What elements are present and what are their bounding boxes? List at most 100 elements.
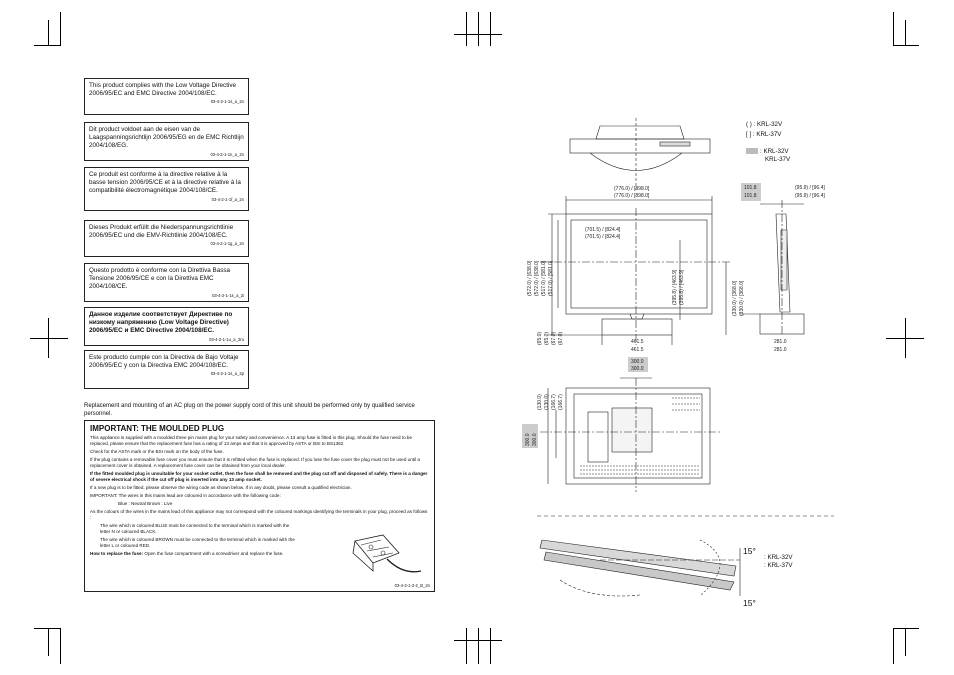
notice-code: 03-4-2-1-1u_a_2ru	[209, 336, 244, 342]
plug-paragraph: If the plug contains a removable fuse co…	[90, 457, 420, 468]
dim-label: (572.0) / [638.0]	[527, 260, 533, 296]
dim-label: 281.0	[774, 339, 787, 345]
plug-code: 03-4-2-1-2-2_B_2n	[394, 583, 430, 588]
plug-paragraph: The wire which is coloured BROWN must be…	[100, 537, 295, 548]
dim-label: (166.7)	[558, 394, 564, 410]
crop-mark	[34, 628, 60, 629]
notice-text: Данное изделие соответствует Директиве п…	[89, 311, 233, 335]
dim-label: (395.8) / [463.9]	[679, 269, 685, 305]
crop-mark	[466, 12, 467, 46]
notice-code: 03-4-2-1-1s_a_2n	[210, 99, 244, 105]
notice-text: Dieses Produkt erfüllt die Niederspannun…	[89, 224, 234, 240]
plug-paragraph: Open the fuse compartment with a screwdr…	[144, 551, 284, 556]
notice-russian: Данное изделие соответствует Директиве п…	[84, 307, 249, 346]
rear-view	[540, 377, 720, 492]
dim-label: (65.0)	[544, 332, 550, 345]
notice-text: This product complies with the Low Volta…	[89, 82, 236, 98]
tilt-model-1: : KRL-32V	[764, 554, 793, 561]
crop-mark	[478, 12, 479, 46]
dim-label: (65.0)	[537, 332, 543, 345]
notice-code: 03-4-2-1-1g_a_2n	[210, 241, 244, 247]
crop-mark	[893, 12, 894, 46]
crop-mark	[886, 338, 924, 339]
plug-paragraph: The wire which is coloured BLUE must be …	[100, 523, 290, 534]
crop-mark	[893, 628, 919, 629]
plug-fuse-heading: How to replace the fuse:	[90, 551, 144, 556]
dim-label: (701.5) / [824.4]	[585, 227, 621, 233]
crop-mark	[893, 628, 894, 664]
dim-label: (67.0)	[551, 332, 557, 345]
crop-mark	[905, 20, 906, 46]
notice-text: Questo prodotto è conforme con la Dirett…	[89, 267, 231, 291]
front-view	[540, 196, 730, 345]
dim-label: (701.5) / [824.4]	[585, 234, 621, 240]
crop-mark	[454, 34, 502, 35]
dim-label: (517.0) / [581.0]	[541, 260, 547, 296]
notice-text: Ce produit est conforme à la directive r…	[89, 171, 241, 195]
crop-mark	[490, 628, 491, 664]
dim-label: 461.5	[631, 339, 644, 345]
crop-mark	[30, 338, 68, 339]
crop-mark	[905, 628, 906, 656]
plug-wiring-illustration	[352, 534, 422, 573]
plug-paragraph: As the colours of the wires in the mains…	[90, 509, 428, 520]
legend-bracket: [ ] : KRL-37V	[746, 131, 782, 138]
side-view	[740, 183, 805, 335]
notice-english: This product complies with the Low Volta…	[84, 78, 249, 115]
notice-code: 03-4-2-1-1s_a_2i	[212, 292, 244, 298]
notice-text: Dit product voldoet aan de eisen van de …	[89, 126, 244, 150]
crop-mark	[478, 628, 479, 664]
crop-mark	[466, 628, 467, 664]
dim-label: 461.5	[631, 347, 644, 353]
notice-code: 03-4-2-1-1s_a_2p	[210, 371, 244, 377]
plug-paragraph: IMPORTANT: The wires in this mains lead …	[90, 493, 281, 498]
crop-mark	[60, 12, 61, 46]
notice-italian: Questo prodotto è conforme con la Dirett…	[84, 263, 249, 302]
crop-mark	[893, 45, 919, 46]
moulded-plug-box: IMPORTANT: THE MOULDED PLUG This applian…	[84, 420, 435, 592]
notice-code: 03-4-2-1-1n_a_2n	[210, 151, 244, 157]
dim-label: (776.0) / [898.0]	[614, 186, 650, 192]
tilt-view	[539, 539, 741, 597]
dim-label: 300.0	[631, 359, 644, 365]
tilt-model-2: : KRL-37V	[764, 562, 793, 569]
dim-label: 300.0	[525, 433, 531, 446]
top-view	[569, 118, 711, 190]
crop-mark	[490, 12, 491, 46]
legend-shade-label-1: : KRL-32V	[760, 148, 789, 155]
legend-shade-swatch	[746, 148, 758, 154]
dim-label: (130.0)	[537, 394, 543, 410]
dim-label: 281.0	[774, 347, 787, 353]
dim-label: 101.8	[744, 193, 757, 199]
service-note: Replacement and mounting of an AC plug o…	[84, 403, 415, 417]
plug-title: IMPORTANT: THE MOULDED PLUG	[90, 424, 225, 433]
crop-mark	[48, 20, 49, 46]
dim-label: (95.9) / [96.4]	[795, 185, 825, 191]
notice-german: Dieses Produkt erfüllt die Niederspannun…	[84, 220, 249, 257]
plug-warning: If the fitted moulded plug is unsuitable…	[90, 471, 428, 482]
dim-label: 101.8	[744, 185, 757, 191]
dim-label: (330.0) / [368.0]	[732, 280, 738, 316]
dim-label: (330.0) / [368.0]	[739, 280, 745, 316]
notice-text: Este producto cumple con la Directiva de…	[89, 354, 239, 370]
dim-label: (95.9) / [96.4]	[795, 193, 825, 199]
dim-label: 300.0	[631, 366, 644, 372]
plug-paragraph: Blue : Neutral Brown : Live	[118, 501, 173, 506]
notice-french: Ce produit est conforme à la directive r…	[84, 167, 249, 211]
dim-label: (776.0) / [898.0]	[614, 193, 650, 199]
tilt-angle-bottom: 15°	[743, 598, 756, 608]
dim-label: (572.0) / [638.0]	[534, 260, 540, 296]
dim-label: 300.0	[532, 433, 538, 446]
legend-shade-label-2: KRL-37V	[765, 156, 791, 163]
crop-mark	[60, 628, 61, 664]
notice-dutch: Dit product voldoet aan de eisen van de …	[84, 122, 249, 161]
crop-mark	[454, 640, 502, 641]
plug-paragraph: Check for the ASTA mark or the BSI mark …	[90, 449, 224, 454]
crop-mark	[34, 45, 60, 46]
dim-label: (395.8) / [463.9]	[672, 269, 678, 305]
dim-label: (166.7)	[551, 394, 557, 410]
plug-paragraph: If a new plug is to be fitted, please ob…	[90, 485, 352, 490]
notice-code: 03-4-2-1-1f_a_2n	[211, 196, 244, 202]
